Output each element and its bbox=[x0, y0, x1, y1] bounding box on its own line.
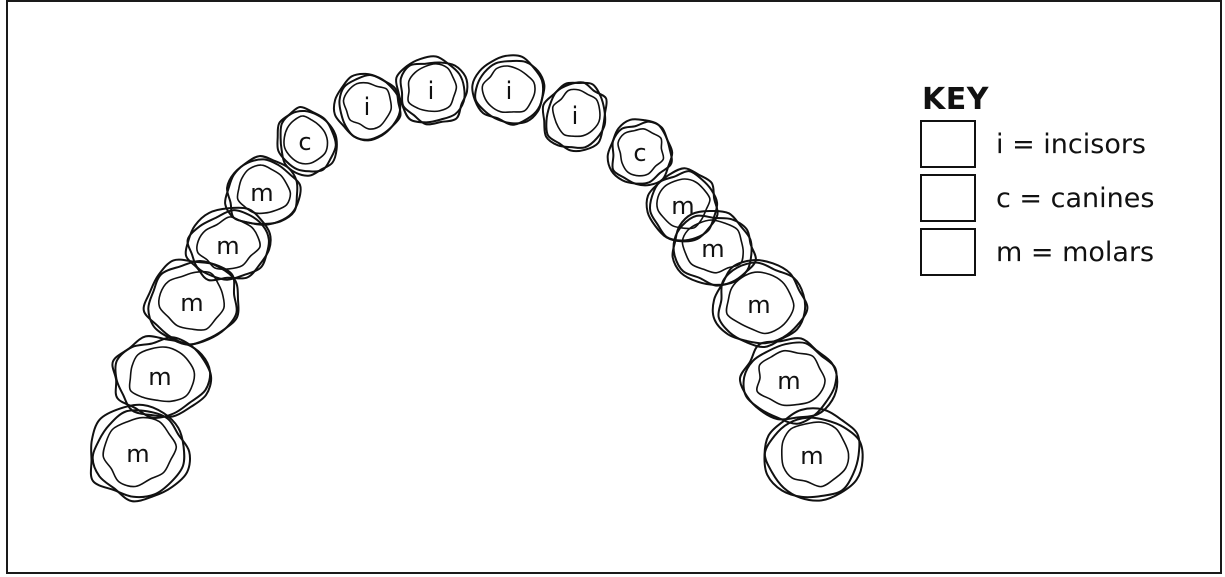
tooth-incisor: i bbox=[334, 74, 401, 141]
tooth-molar: m bbox=[91, 405, 190, 502]
key-checkbox-canines[interactable] bbox=[920, 174, 976, 222]
tooth-incisor: i bbox=[472, 55, 544, 125]
tooth-label: m bbox=[777, 367, 800, 395]
tooth-molar: m bbox=[764, 408, 862, 500]
tooth-molar: m bbox=[225, 156, 301, 225]
key-checkbox-incisors[interactable] bbox=[920, 120, 976, 168]
key-row-incisors: i = incisors bbox=[920, 118, 1154, 170]
tooth-molar: m bbox=[713, 260, 808, 347]
tooth-molar: m bbox=[186, 208, 271, 281]
key-checkbox-molars[interactable] bbox=[920, 228, 976, 276]
tooth-label: c bbox=[298, 128, 311, 156]
tooth-label: m bbox=[250, 179, 273, 207]
key-title: KEY bbox=[922, 84, 1154, 116]
tooth-label: i bbox=[364, 93, 371, 121]
key-row-canines: c = canines bbox=[920, 172, 1154, 224]
key-label-molars: m = molars bbox=[996, 237, 1154, 268]
tooth-molar: m bbox=[144, 260, 239, 345]
tooth-label: i bbox=[428, 77, 435, 105]
tooth-incisor: i bbox=[396, 56, 467, 124]
tooth-molar: m bbox=[647, 168, 718, 241]
tooth-label: m bbox=[747, 291, 770, 319]
key-label-canines: c = canines bbox=[996, 183, 1154, 214]
tooth-incisor: i bbox=[543, 82, 607, 151]
tooth-molar: m bbox=[112, 336, 211, 418]
tooth-label: c bbox=[633, 139, 646, 167]
key-row-molars: m = molars bbox=[920, 226, 1154, 278]
tooth-canine: c bbox=[608, 119, 673, 185]
tooth-molar: m bbox=[740, 338, 837, 424]
tooth-label: m bbox=[180, 289, 203, 317]
tooth-label: m bbox=[800, 442, 823, 470]
tooth-label: m bbox=[126, 440, 149, 468]
key-label-incisors: i = incisors bbox=[996, 129, 1146, 160]
key-panel: KEY i = incisors c = canines m = molars bbox=[920, 84, 1154, 278]
tooth-label: m bbox=[216, 232, 239, 260]
tooth-label: i bbox=[572, 102, 579, 130]
tooth-label: m bbox=[148, 363, 171, 391]
tooth-label: m bbox=[671, 192, 694, 220]
tooth-label: i bbox=[506, 77, 513, 105]
tooth-canine: c bbox=[277, 107, 336, 176]
tooth-label: m bbox=[701, 235, 724, 263]
